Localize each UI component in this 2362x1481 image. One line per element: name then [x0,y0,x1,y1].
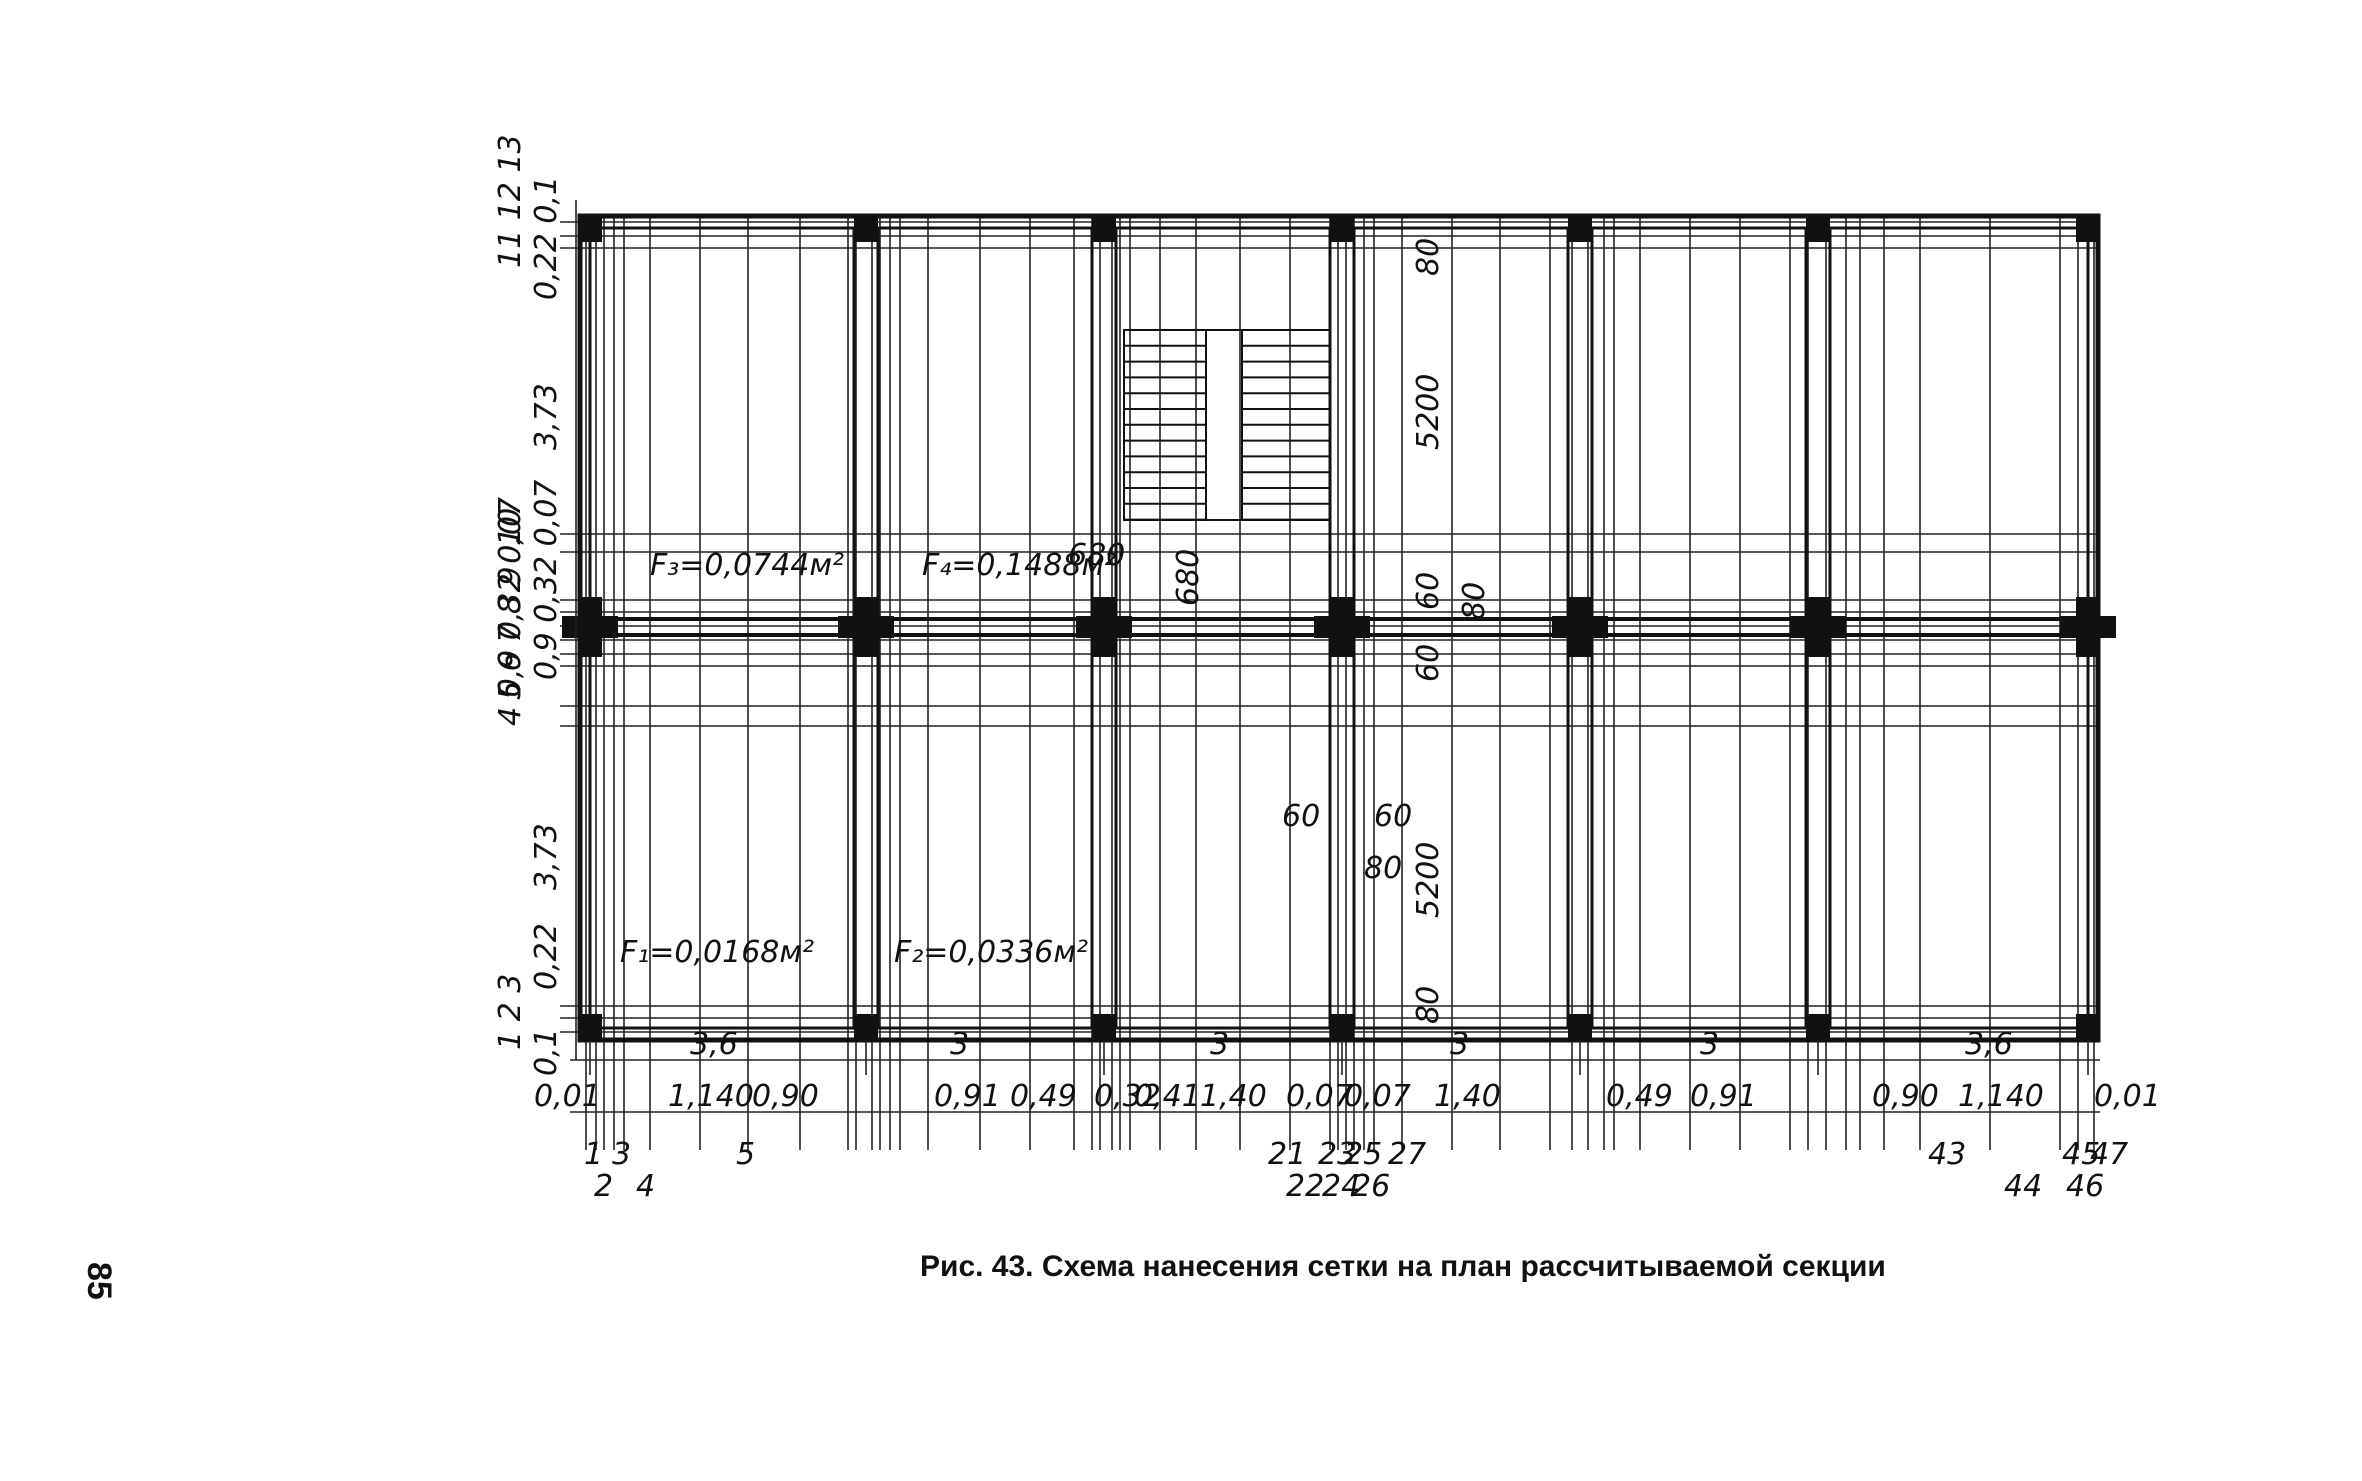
span-label: 3 [1450,1027,1469,1062]
column-top [578,214,602,242]
subdivision-label: 0,91 [1690,1079,1757,1114]
area-label-f2: F₂=0,0336м² [894,935,1088,970]
column-bottom [1330,1014,1354,1042]
dimension-lines [570,200,2100,1113]
figure-caption: Рис. 43. Схема нанесения сетки на план р… [920,1250,1886,1283]
dim-bottom-offset: 80 [1411,986,1446,1024]
subdivision-label: 0,01 [2094,1079,2161,1114]
grid-number-label: 3 [612,1137,631,1172]
grid-number-label: 22 [1286,1169,1324,1204]
grid-number-label: 27 [1388,1137,1426,1172]
dim-inner-680-b: 680 [1171,549,1206,606]
grid-number-label: 4 [636,1169,655,1204]
grid-number-label: 2 [594,1169,613,1204]
dim-column-label-2: 60 [1411,644,1446,682]
span-label: 3 [1210,1027,1229,1062]
dim-column-label-1: 60 [1411,572,1446,610]
span-label: 3,6 [690,1027,738,1062]
stair-well [1205,329,1243,521]
subdivision-label: 1,40 [1200,1079,1267,1114]
subdivision-label: 1,140 [1958,1079,2044,1114]
subdivision-label: 0,07 [1286,1079,1353,1114]
left-mid-number-10: 10 [493,508,528,546]
grid-number-label: 21 [1268,1137,1306,1172]
column-mid-flange [838,616,894,638]
left-lower-row-numbers: 1 2 3 [493,974,528,1050]
area-label-f3: F₃=0,0744м² [650,548,844,583]
column-top [2076,214,2100,242]
column-bottom [2076,1014,2100,1042]
subdivision-label: 0,01 [534,1079,601,1114]
column-mid-flange [1314,616,1370,638]
left-upper-span: 3,73 [529,383,564,450]
grid-number-label: 43 [1928,1137,1966,1172]
grid-number-label: 46 [2066,1169,2104,1204]
area-label-f4: F₄=0,1488м² [922,548,1116,583]
subdivision-label: 0,49 [1606,1079,1673,1114]
left-lower-edge: 0,1 [529,1028,564,1076]
column-mid-flange [2060,616,2116,638]
grid-number-label: 45 [2062,1137,2100,1172]
column-mid-flange [1076,616,1132,638]
grid-number-label: 23 [1318,1137,1356,1172]
page-number: 85 [80,1262,118,1300]
grid-number-label: 1 [584,1137,603,1172]
left-upper-row-numbers: 11 12 13 [493,134,528,268]
subdivision-label: 0,91 [934,1079,1001,1114]
column-mid-flange [562,616,618,638]
subdivision-label: 0,49 [1010,1079,1077,1114]
grid-number-label: 25 [1344,1137,1382,1172]
dim-top-offset: 80 [1411,238,1446,276]
grid-number-label: 5 [736,1137,755,1172]
span-label: 3 [1700,1027,1719,1062]
left-upper-small: 0,22 0,1 [529,176,564,300]
grid-number-label: 47 [2090,1137,2128,1172]
column-top [1092,214,1116,242]
span-label: 3,6 [1965,1027,2013,1062]
subdivision-label: 0,41 [1134,1079,1201,1114]
column-top [1568,214,1592,242]
column-bottom [578,1014,602,1042]
left-mid-lower: 4 0,9 0,32 0,07 [493,497,528,726]
subdivision-label: 1,140 [668,1079,754,1114]
column-bottom [1568,1014,1592,1042]
dim-inner-680-a: 680 [1068,538,1125,573]
subdivision-label: 0,90 [1872,1079,1939,1114]
dim-bottom-height: 5200 [1411,842,1446,918]
column-bottom [854,1014,878,1042]
dim-column-label-4: 60 [1282,799,1320,834]
left-lower-span: 3,73 [529,823,564,890]
column-bottom [1092,1014,1116,1042]
dim-column-label-5: 60 [1374,799,1412,834]
grid-number-label: 26 [1352,1169,1390,1204]
left-mid-small: 0,9 0,32 0,07 [529,480,564,680]
column-top [1806,214,1830,242]
area-label-f1: F₁=0,0168м² [620,935,814,970]
column-bottom [1806,1014,1830,1042]
grid-number-label: 24 [1322,1169,1360,1204]
left-lower-small: 0,22 [529,923,564,990]
column-top [854,214,878,242]
columns [562,214,2116,1042]
column-top [1330,214,1354,242]
column-mid-flange [1552,616,1608,638]
column-mid-flange [1790,616,1846,638]
dim-column-label-3: 80 [1457,582,1492,620]
staircase [1123,329,1331,521]
subdivision-label: 0,07 [1344,1079,1411,1114]
dim-column-label-6: 80 [1364,851,1402,886]
subdivision-label: 0,90 [752,1079,819,1114]
subdivision-label: 0,32 [1094,1079,1161,1114]
span-label: 3 [950,1027,969,1062]
grid-lines [560,215,2100,1150]
subdivision-label: 1,40 [1434,1079,1501,1114]
dim-top-height: 5200 [1411,374,1446,450]
grid-number-label: 44 [2004,1169,2042,1204]
left-mid-row-numbers: 5 6 7 8 9 [493,566,528,700]
